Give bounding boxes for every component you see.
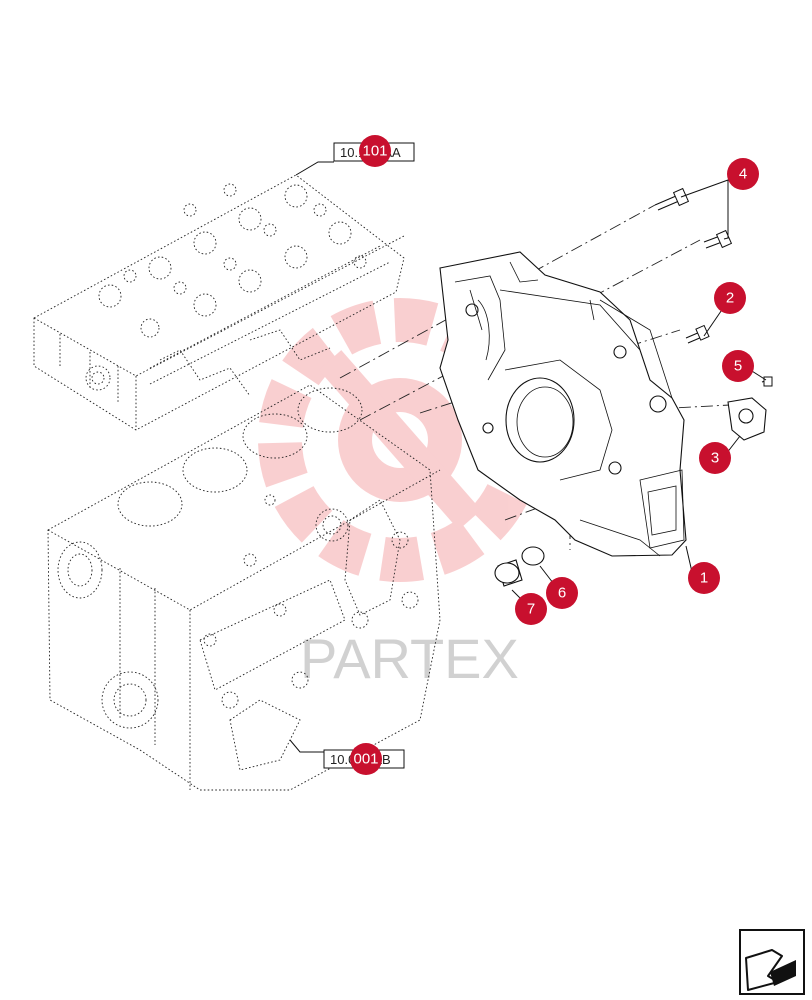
watermark-text: PARTEX: [300, 627, 519, 690]
callout-6[interactable]: 6: [546, 577, 578, 609]
reference-badge: [350, 743, 382, 775]
callout-number: 5: [734, 358, 742, 375]
callout-number: 1: [700, 570, 708, 587]
callout-number: 7: [527, 601, 535, 618]
reference-badge-text: 001: [353, 751, 378, 768]
reference-cylinder-head[interactable]: 10.101.AA 101: [295, 135, 415, 176]
callout-7[interactable]: 7: [515, 593, 547, 625]
next-page-arrow-icon[interactable]: [739, 929, 805, 995]
cylinder-block-drawing: [47, 384, 441, 791]
plug-drawing: [494, 559, 523, 587]
callout-2[interactable]: 2: [714, 282, 746, 314]
gasket-drawing: [727, 397, 767, 441]
callout-5[interactable]: 5: [722, 350, 754, 382]
callout-number: 4: [739, 166, 747, 183]
screw-top-1: [654, 187, 690, 211]
callout-1[interactable]: 1: [688, 562, 720, 594]
o-ring-drawing: [521, 546, 545, 566]
screw-top-2: [703, 229, 733, 249]
screw-mid: [685, 324, 710, 344]
reference-badge-text: 101: [362, 143, 387, 160]
callout-4[interactable]: 4: [727, 158, 759, 190]
flywheel-housing-drawing: [439, 251, 687, 557]
reference-cylinder-block[interactable]: 10.001.AB 001: [289, 739, 405, 775]
callout-number: 6: [558, 585, 566, 602]
reference-badge: [359, 135, 391, 167]
callout-3[interactable]: 3: [699, 442, 731, 474]
callout-number: 2: [726, 290, 734, 307]
screw-small: [761, 376, 773, 387]
callout-number: 3: [711, 450, 719, 467]
cylinder-head-drawing: [33, 174, 405, 431]
